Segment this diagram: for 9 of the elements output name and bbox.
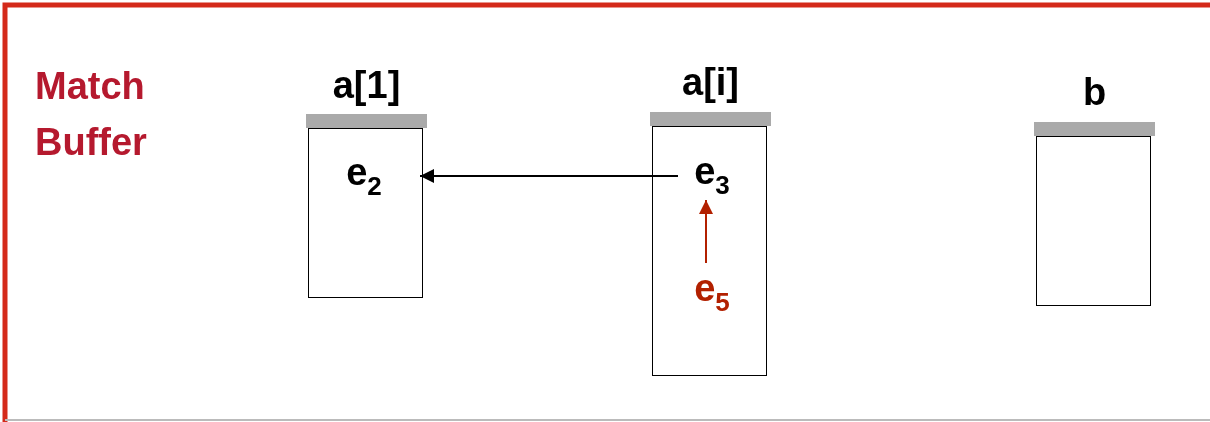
title: Match Buffer [35, 64, 148, 165]
slot-label: b [1081, 70, 1108, 114]
arrow [699, 199, 713, 264]
element-label: e$_{5}$ [680, 265, 744, 321]
arrow [419, 169, 679, 183]
element-label: e$_{3}$ [680, 148, 744, 200]
slot-label: a[1] [331, 63, 402, 107]
element-label: e$_{2}$ [308, 149, 420, 201]
slot-label: a[i] [681, 60, 740, 104]
